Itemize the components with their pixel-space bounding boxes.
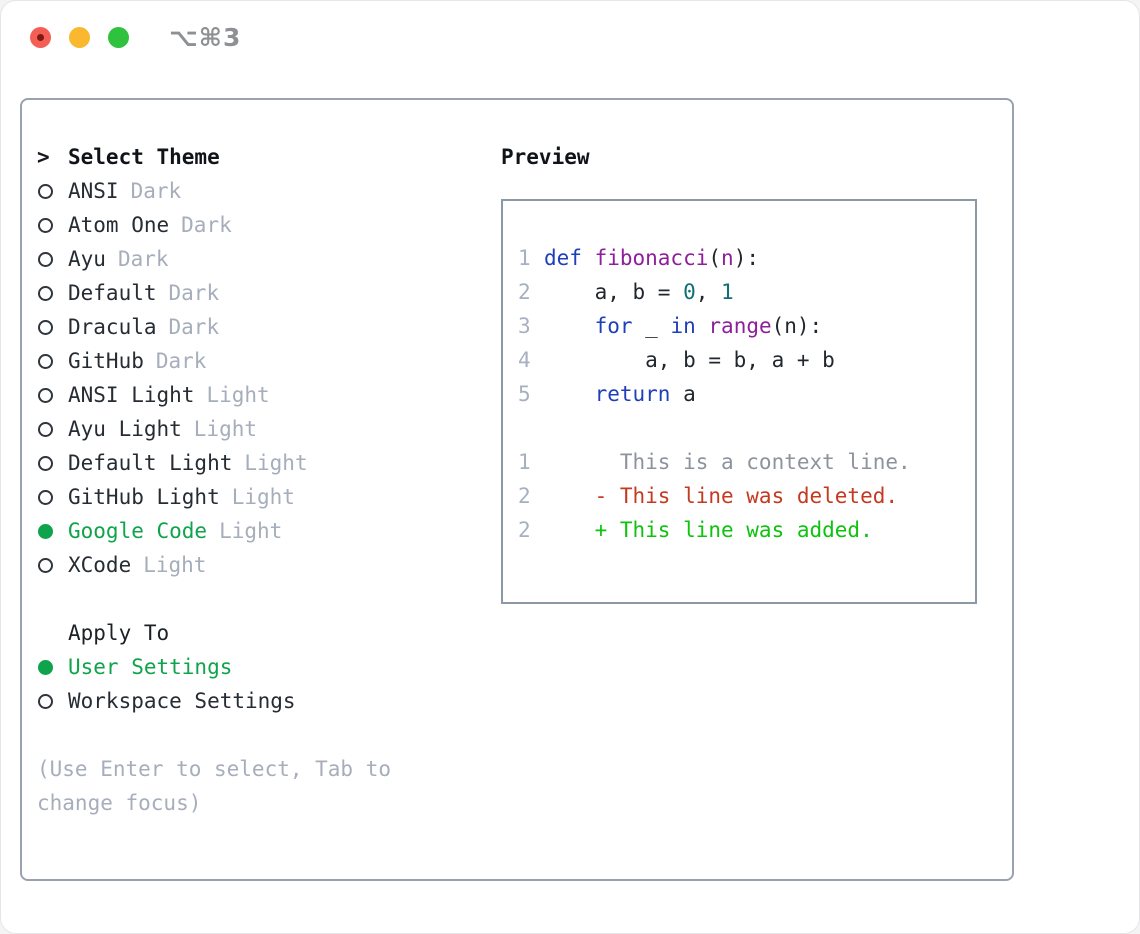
- code-line: 2 a, b = 0, 1: [518, 275, 975, 309]
- theme-variant: Light: [231, 485, 295, 509]
- diff-added-line: 2 + This line was added.: [518, 513, 975, 547]
- theme-name: ANSI Light: [68, 383, 195, 407]
- radio-icon: [38, 353, 53, 369]
- code-line: 3 for _ in range(n):: [518, 309, 975, 343]
- theme-name: GitHub Light: [68, 485, 220, 509]
- diff-context-line: 1 This is a context line.: [518, 445, 975, 479]
- select-theme-title: Select Theme: [68, 145, 220, 169]
- theme-option-github-light[interactable]: GitHub Light Light: [37, 480, 391, 514]
- spacer: [37, 718, 391, 752]
- theme-name: Atom One: [68, 213, 170, 237]
- theme-name: Default Light: [68, 451, 233, 475]
- theme-variant: Dark: [155, 349, 207, 373]
- traffic-lights: [30, 27, 129, 48]
- line-number: 1: [518, 450, 531, 474]
- cursor-icon: >: [37, 145, 50, 169]
- theme-option-ayu-dark[interactable]: Ayu Dark: [37, 242, 391, 276]
- theme-option-ansi-dark[interactable]: ANSI Dark: [37, 174, 391, 208]
- radio-icon: [38, 455, 53, 471]
- theme-option-default-light[interactable]: Default Light Light: [37, 446, 391, 480]
- code-line: 4 a, b = b, a + b: [518, 343, 975, 377]
- theme-option-xcode-light[interactable]: XCode Light: [37, 548, 391, 582]
- radio-icon-selected: [38, 659, 53, 675]
- radio-icon: [38, 217, 53, 233]
- line-number: 1: [518, 246, 531, 270]
- titlebar: ⌥⌘3: [1, 1, 1139, 75]
- theme-variant: Light: [193, 417, 258, 441]
- theme-name: Dracula: [68, 315, 157, 339]
- radio-icon-selected: [38, 523, 53, 539]
- window-title: ⌥⌘3: [169, 23, 242, 52]
- radio-icon: [38, 693, 53, 709]
- radio-icon: [38, 251, 53, 267]
- line-number: 5: [518, 382, 531, 406]
- theme-name: Default: [68, 281, 157, 305]
- theme-name: XCode: [68, 553, 132, 577]
- theme-variant: Light: [206, 383, 270, 407]
- theme-variant: Light: [244, 451, 308, 475]
- line-number: 2: [518, 484, 531, 508]
- close-button[interactable]: [30, 27, 51, 48]
- apply-option-user-settings[interactable]: User Settings: [37, 650, 391, 684]
- theme-variant: Light: [143, 553, 207, 577]
- minimize-button[interactable]: [69, 27, 90, 48]
- select-theme-header: > Select Theme: [37, 140, 391, 174]
- radio-icon: [38, 183, 53, 199]
- radio-icon: [38, 557, 53, 573]
- theme-selector-panel: > Select Theme ANSI Dark Atom One Dark A…: [20, 98, 1014, 881]
- theme-name: Google Code: [68, 519, 208, 543]
- apply-option-label: User Settings: [68, 655, 233, 679]
- line-number: 2: [518, 280, 531, 304]
- spacer: [518, 411, 975, 445]
- help-text-line-2: change focus): [37, 791, 202, 815]
- theme-name: GitHub: [68, 349, 144, 373]
- radio-icon: [38, 387, 53, 403]
- theme-variant: Dark: [181, 213, 232, 237]
- radio-icon: [38, 319, 53, 335]
- close-focus-dot: [37, 34, 44, 41]
- radio-icon: [38, 285, 53, 301]
- radio-icon: [38, 421, 53, 437]
- theme-variant: Light: [219, 519, 283, 543]
- theme-option-default-dark[interactable]: Default Dark: [37, 276, 391, 310]
- theme-list: > Select Theme ANSI Dark Atom One Dark A…: [37, 140, 391, 820]
- theme-name: Ayu Light: [68, 417, 182, 441]
- cursor-marker: >: [37, 145, 68, 169]
- theme-name: ANSI: [68, 179, 119, 203]
- help-text-line-1: (Use Enter to select, Tab to: [37, 757, 392, 781]
- radio-icon: [38, 489, 53, 505]
- apply-option-label: Workspace Settings: [68, 689, 296, 713]
- theme-name: Ayu: [68, 247, 106, 271]
- theme-variant: Dark: [168, 281, 220, 305]
- theme-option-google-code-light[interactable]: Google Code Light: [37, 514, 391, 548]
- spacer: [37, 582, 391, 616]
- line-number: 4: [518, 348, 531, 372]
- theme-variant: Dark: [168, 315, 220, 339]
- theme-option-github-dark[interactable]: GitHub Dark: [37, 344, 391, 378]
- diff-deleted-line: 2 - This line was deleted.: [518, 479, 975, 513]
- line-number: 3: [518, 314, 531, 338]
- line-number: 2: [518, 518, 531, 542]
- theme-variant: Dark: [117, 247, 169, 271]
- theme-variant: Dark: [130, 179, 182, 203]
- theme-option-ansi-light[interactable]: ANSI Light Light: [37, 378, 391, 412]
- code-line: 5 return a: [518, 377, 975, 411]
- apply-option-workspace-settings[interactable]: Workspace Settings: [37, 684, 391, 718]
- zoom-button[interactable]: [108, 27, 129, 48]
- theme-option-ayu-light[interactable]: Ayu Light Light: [37, 412, 391, 446]
- apply-to-title: Apply To: [68, 621, 170, 645]
- theme-option-atom-one-dark[interactable]: Atom One Dark: [37, 208, 391, 242]
- apply-to-header: Apply To: [37, 616, 391, 650]
- preview-title: Preview: [501, 145, 590, 169]
- theme-option-dracula-dark[interactable]: Dracula Dark: [37, 310, 391, 344]
